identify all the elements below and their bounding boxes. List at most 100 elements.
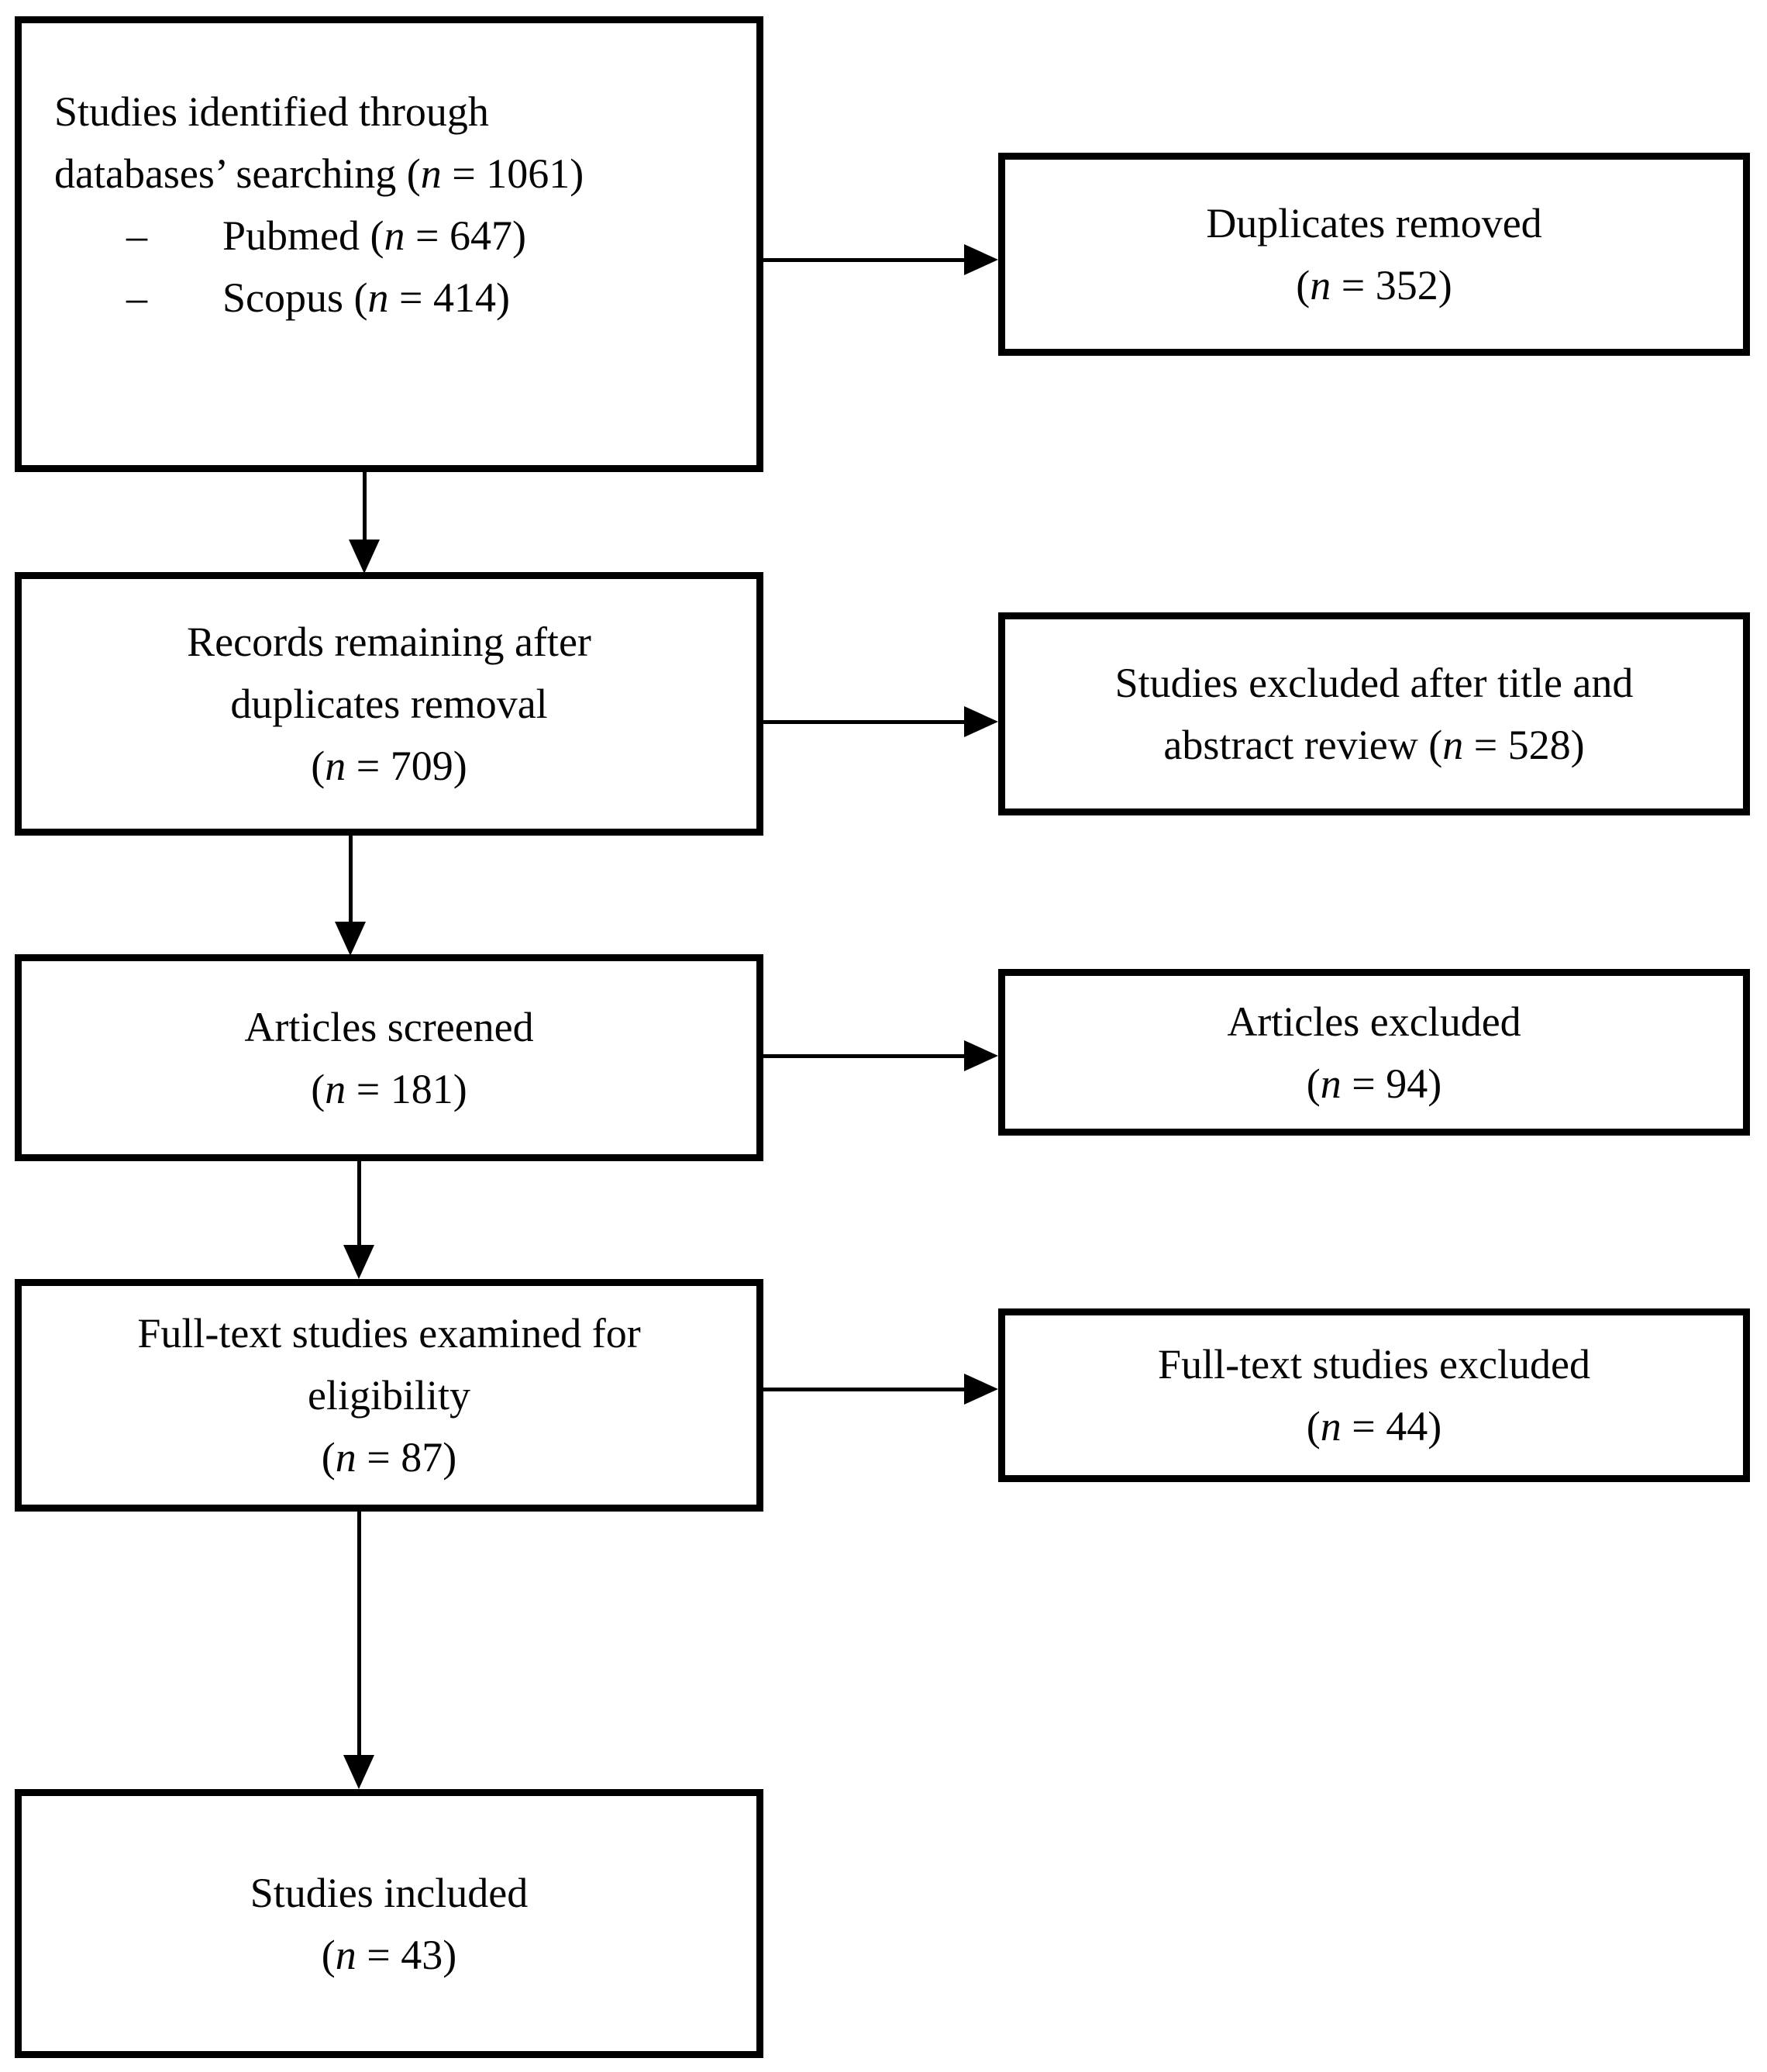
count-var: n [384, 212, 405, 259]
arrow-shaft [763, 1053, 965, 1058]
arrow-head [964, 1040, 998, 1071]
box-articles-screened-count: (n = 181) [311, 1058, 467, 1120]
box-duplicates-removed: Duplicates removed (n = 352) [998, 153, 1750, 356]
arrow-head [343, 1245, 374, 1279]
box-studies-included-count: (n = 43) [322, 1924, 456, 1986]
box-fulltext-examined-content: Full-text studies examined for eligibili… [22, 1286, 756, 1505]
box-fulltext-excluded-count: (n = 44) [1307, 1395, 1442, 1457]
count-var: n [420, 150, 442, 197]
box-duplicates-removed-content: Duplicates removed (n = 352) [1005, 160, 1743, 349]
box-excluded-title-abstract-content: Studies excluded after title and abstrac… [1005, 619, 1743, 808]
box-records-remaining-line1: Records remaining after [187, 619, 591, 665]
arrow-head [335, 922, 366, 956]
text-run: = 528) [1463, 722, 1585, 768]
box-studies-included: Studies included (n = 43) [15, 1789, 763, 2058]
box-records-remaining-line2: duplicates removal [230, 681, 548, 727]
arrow-shaft [356, 1512, 361, 1756]
dash-bullet: – [126, 274, 147, 321]
box-fulltext-excluded: Full-text studies excluded (n = 44) [998, 1308, 1750, 1482]
arrow-records-to-screened [333, 836, 367, 956]
box-fulltext-excluded-line1: Full-text studies excluded [1158, 1341, 1590, 1388]
arrow-shaft [356, 1161, 361, 1246]
arrow-to-excluded-title-abstract [763, 705, 998, 739]
text-run: = 709) [346, 743, 467, 789]
count-var: n [1320, 1060, 1342, 1107]
box-identification-line1: Studies identified through [54, 88, 489, 135]
text-run: abstract review ( [1163, 722, 1443, 768]
count-var: n [335, 1434, 356, 1481]
arrow-shaft [763, 719, 965, 724]
box-excluded-title-abstract-line1: Studies excluded after title and [1114, 660, 1634, 706]
text-run: = 43) [356, 1931, 457, 1978]
text-run: = 1061) [441, 150, 584, 197]
source-item-pubmed-label: Pubmed (n = 647) [222, 205, 526, 267]
text-run: = 647) [405, 212, 526, 259]
box-duplicates-removed-count: (n = 352) [1296, 254, 1452, 316]
count-var: n [325, 1065, 346, 1112]
text-run: ( [1296, 262, 1311, 309]
text-run: = 94) [1341, 1060, 1442, 1107]
box-fulltext-examined: Full-text studies examined for eligibili… [15, 1279, 763, 1512]
text-run: ( [321, 1931, 336, 1978]
count-var: n [367, 274, 389, 321]
arrow-to-articles-excluded [763, 1039, 998, 1073]
arrow-shaft [763, 1387, 965, 1391]
text-run: = 414) [388, 274, 510, 321]
arrow-head [964, 244, 998, 275]
dash-bullet: – [126, 212, 147, 259]
box-records-remaining-count: (n = 709) [311, 735, 467, 797]
box-identification-line2: databases’ searching (n = 1061) [54, 143, 584, 205]
box-articles-excluded-count: (n = 94) [1307, 1053, 1442, 1115]
text-run: ( [311, 743, 326, 789]
box-fulltext-examined-line1: Full-text studies examined for [137, 1310, 641, 1357]
arrow-fulltext-to-included [342, 1512, 376, 1789]
arrow-head [964, 706, 998, 737]
box-articles-excluded: Articles excluded (n = 94) [998, 969, 1750, 1136]
source-item-scopus-label: Scopus (n = 414) [222, 267, 510, 329]
arrow-shaft [362, 472, 367, 540]
text-run: Pubmed ( [222, 212, 384, 259]
count-var: n [325, 743, 346, 789]
source-item-pubmed: – Pubmed (n = 647) [54, 205, 526, 267]
text-run: ( [321, 1434, 336, 1481]
text-run: = 44) [1341, 1403, 1442, 1450]
count-var: n [335, 1931, 356, 1978]
text-run: = 352) [1331, 262, 1452, 309]
box-excluded-title-abstract: Studies excluded after title and abstrac… [998, 612, 1750, 815]
text-run: = 87) [356, 1434, 457, 1481]
count-var: n [1320, 1403, 1342, 1450]
arrow-to-duplicates-removed [763, 243, 998, 277]
box-studies-included-line1: Studies included [250, 1869, 529, 1916]
arrow-head [349, 540, 380, 574]
box-fulltext-excluded-content: Full-text studies excluded (n = 44) [1005, 1315, 1743, 1475]
box-articles-excluded-content: Articles excluded (n = 94) [1005, 976, 1743, 1129]
arrow-screened-to-fulltext [342, 1161, 376, 1279]
box-duplicates-removed-line1: Duplicates removed [1206, 200, 1542, 247]
box-records-remaining: Records remaining after duplicates remov… [15, 572, 763, 836]
text-run: ( [1306, 1060, 1321, 1107]
box-fulltext-examined-line2: eligibility [308, 1372, 470, 1419]
count-var: n [1442, 722, 1464, 768]
box-identification-content: Studies identified through databases’ se… [22, 23, 756, 465]
text-run: Scopus ( [222, 274, 368, 321]
text-run: ( [311, 1065, 326, 1112]
box-articles-excluded-line1: Articles excluded [1227, 998, 1521, 1045]
arrow-head [964, 1374, 998, 1405]
box-fulltext-examined-count: (n = 87) [322, 1426, 456, 1488]
arrow-shaft [763, 257, 965, 262]
box-excluded-title-abstract-line2: abstract review (n = 528) [1163, 714, 1584, 776]
box-records-remaining-content: Records remaining after duplicates remov… [22, 579, 756, 829]
text-run: databases’ searching ( [54, 150, 421, 197]
box-articles-screened: Articles screened (n = 181) [15, 954, 763, 1161]
box-articles-screened-content: Articles screened (n = 181) [22, 961, 756, 1154]
arrow-to-fulltext-excluded [763, 1372, 998, 1406]
arrow-head [343, 1755, 374, 1789]
arrow-identification-to-records [347, 472, 381, 574]
count-var: n [1310, 262, 1331, 309]
arrow-shaft [348, 836, 353, 922]
box-studies-included-content: Studies included (n = 43) [22, 1796, 756, 2051]
text-run: ( [1306, 1403, 1321, 1450]
box-articles-screened-line1: Articles screened [244, 1003, 534, 1050]
box-identification: Studies identified through databases’ se… [15, 16, 763, 472]
